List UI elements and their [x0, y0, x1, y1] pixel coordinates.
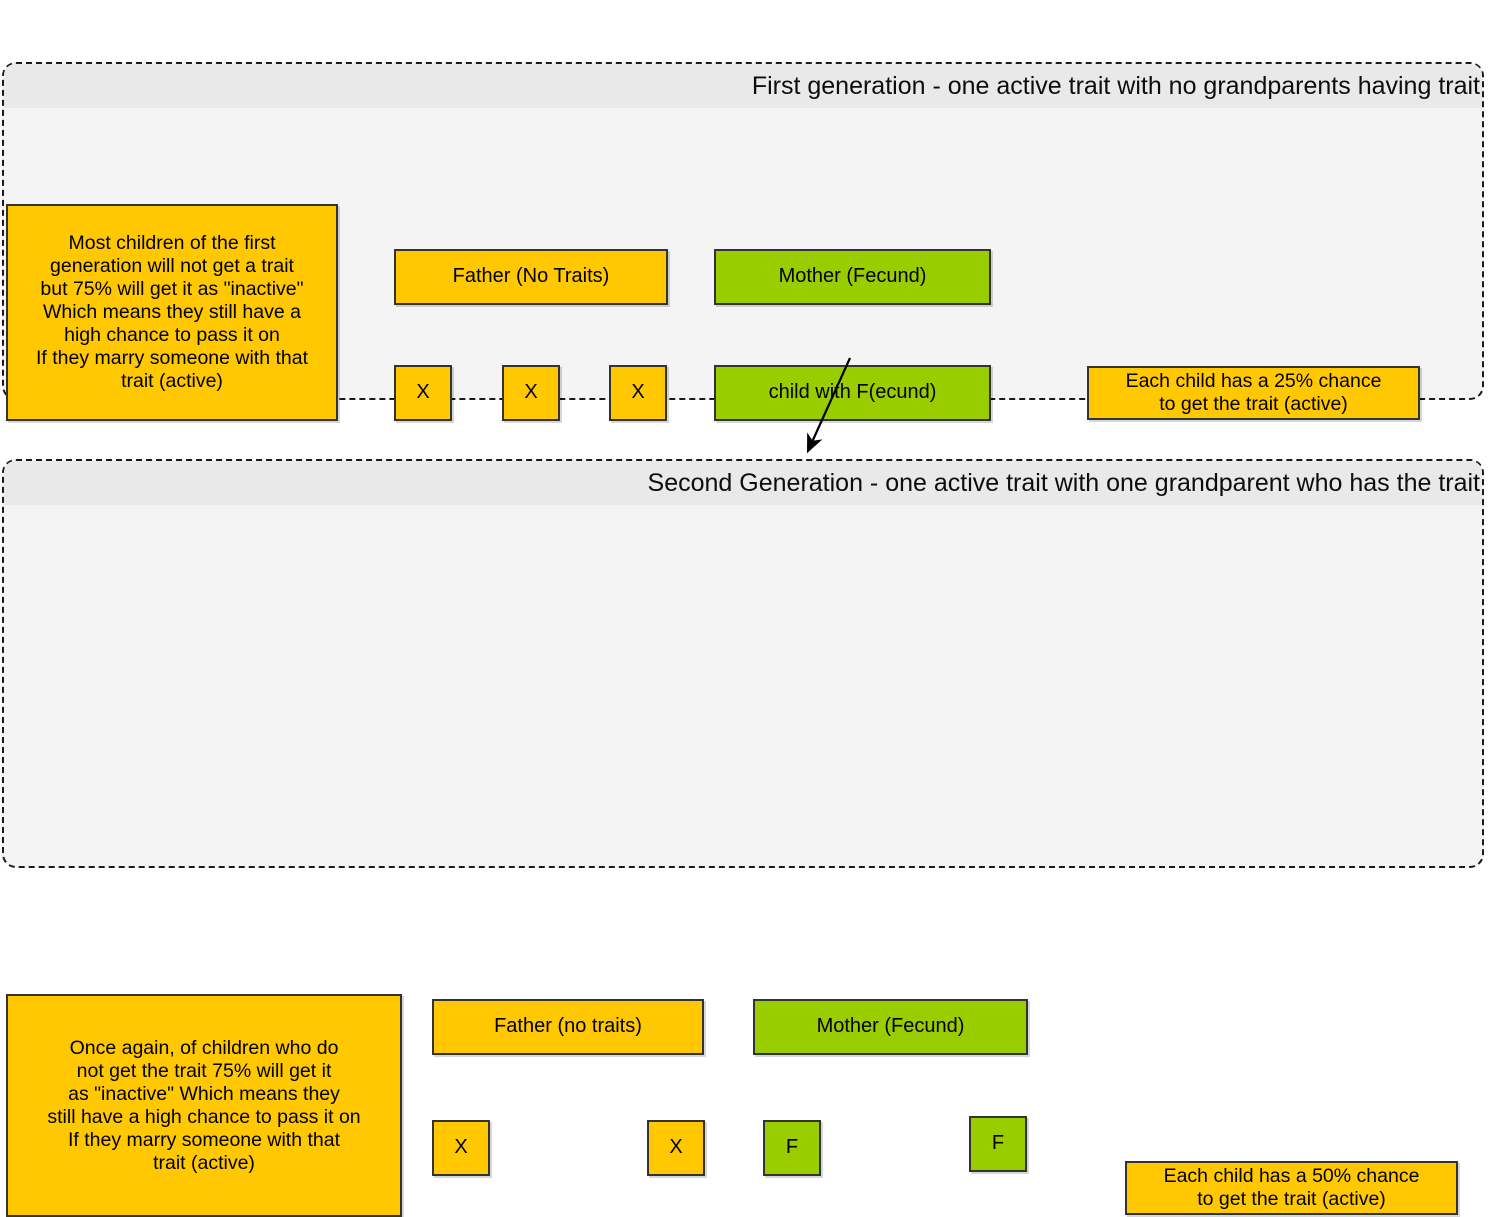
- generation-one-mother-node: Mother (Fecund): [714, 249, 991, 305]
- generation-two-container: Second Generation - one active trait wit…: [2, 459, 1484, 1217]
- generation-one-container: First generation - one active trait with…: [2, 62, 1484, 421]
- generation-one-father-node: Father (No Traits): [394, 249, 668, 305]
- generation-one-explanation-note: Most children of the first generation wi…: [6, 204, 338, 421]
- generation-two-child-node: X: [432, 1120, 490, 1176]
- generation-two-child-node: F: [763, 1120, 821, 1176]
- diagram-canvas: First generation - one active trait with…: [2, 62, 1484, 1217]
- generation-one-child-node: X: [394, 365, 452, 421]
- generation-one-header: First generation - one active trait with…: [4, 64, 1482, 108]
- generation-two-child-node: F: [969, 1116, 1027, 1172]
- generation-two-mother-node: Mother (Fecund): [753, 999, 1028, 1055]
- generation-two-child-node: X: [647, 1120, 705, 1176]
- generation-two-chance-note: Each child has a 50% chance to get the t…: [1125, 1161, 1458, 1215]
- generation-two-title: Second Generation - one active trait wit…: [647, 468, 1480, 497]
- generation-two-header: Second Generation - one active trait wit…: [4, 461, 1482, 505]
- generation-two-father-node: Father (no traits): [432, 999, 704, 1055]
- generation-one-child-node: X: [609, 365, 667, 421]
- generation-two-explanation-note: Once again, of children who do not get t…: [6, 994, 402, 1217]
- generation-one-title: First generation - one active trait with…: [751, 71, 1480, 100]
- generation-one-child-node: X: [502, 365, 560, 421]
- generation-one-trait-child-node: child with F(ecund): [714, 365, 991, 421]
- generation-one-chance-note: Each child has a 25% chance to get the t…: [1087, 366, 1420, 420]
